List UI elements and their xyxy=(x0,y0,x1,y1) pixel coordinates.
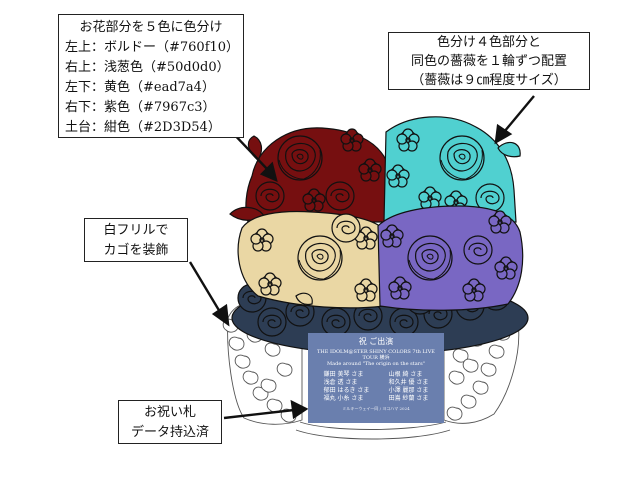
card-name: 小澤 麗那 さま xyxy=(388,387,429,394)
flowers-bordeaux-top-left xyxy=(229,127,389,223)
rose-line-3: （薔薇は９㎝程度サイズ） xyxy=(411,73,567,88)
flowers-asagi-top-right xyxy=(383,116,521,223)
celebration-card: 祝 ご出演 THE IDOLM@STER SHINY COLORS 7th LI… xyxy=(308,333,444,423)
card-footer: ミルキーウェイ一同 / ヨコハマ 2024 xyxy=(342,406,410,411)
card-name: 浅倉 透 さま xyxy=(323,379,358,386)
card-name: 郁田 はるき さま xyxy=(323,387,370,394)
frill-line-1: 白フリルで xyxy=(103,223,169,238)
card-event-line-2: Made around "The origin on the stars" xyxy=(327,361,425,367)
color-line-bottom-right: 右下：紫色（#7967c3） xyxy=(65,100,216,115)
card-name: 田嶌 紗蘭 さま xyxy=(388,395,429,402)
rose-line-2: 同色の薔薇を１輪ずつ配置 xyxy=(410,54,567,69)
card-callout-line-1: お祝い札 xyxy=(143,405,196,420)
card-names-right: 山根 綺 さま 和久井 優 さま 小澤 麗那 さま 田嶌 紗蘭 さま xyxy=(389,371,429,403)
color-scheme-heading: お花部分を５色に色分け xyxy=(79,20,223,35)
color-line-bottom-left: 左下：黄色（#ead7a4） xyxy=(65,80,215,95)
card-names-left: 鎌田 美琴 さま 浅倉 透 さま 郁田 はるき さま 福丸 小糸 さま xyxy=(324,371,370,403)
flowers-yellow-bottom-left xyxy=(237,210,387,309)
color-line-top-right: 右上：浅葱色（#50d0d0） xyxy=(65,60,230,75)
card-name: 福丸 小糸 さま xyxy=(323,395,364,402)
card-title: 祝 ご出演 xyxy=(358,337,394,346)
card-name: 山根 綺 さま xyxy=(388,371,423,378)
flowers-purple-bottom-right xyxy=(377,205,524,311)
card-name: 鎌田 美琴 さま xyxy=(323,371,364,378)
card-name: 和久井 優 さま xyxy=(388,379,429,386)
color-line-base: 土台：紺色（#2D3D54） xyxy=(65,120,221,135)
card-callout-line-2: データ持込済 xyxy=(130,425,209,440)
rose-line-1: 色分け４色部分と xyxy=(436,35,541,50)
card-event-line-1: THE IDOLM@STER SHINY COLORS 7th LIVE TOU… xyxy=(317,349,435,361)
frill-line-2: カゴを装飾 xyxy=(103,243,169,258)
card-callout: お祝い札 データ持込済 xyxy=(118,400,222,444)
color-scheme-callout: お花部分を５色に色分け 左上：ボルドー（#760f10） 右上：浅葱色（#50d… xyxy=(58,14,244,138)
rose-placement-callout: 色分け４色部分と 同色の薔薇を１輪ずつ配置 （薔薇は９㎝程度サイズ） xyxy=(388,32,590,90)
color-line-top-left: 左上：ボルドー（#760f10） xyxy=(65,40,240,55)
callout-arrows xyxy=(188,95,535,420)
frill-callout: 白フリルで カゴを装飾 xyxy=(84,218,188,262)
card-names: 鎌田 美琴 さま 浅倉 透 さま 郁田 はるき さま 福丸 小糸 さま 山根 綺… xyxy=(314,371,438,403)
